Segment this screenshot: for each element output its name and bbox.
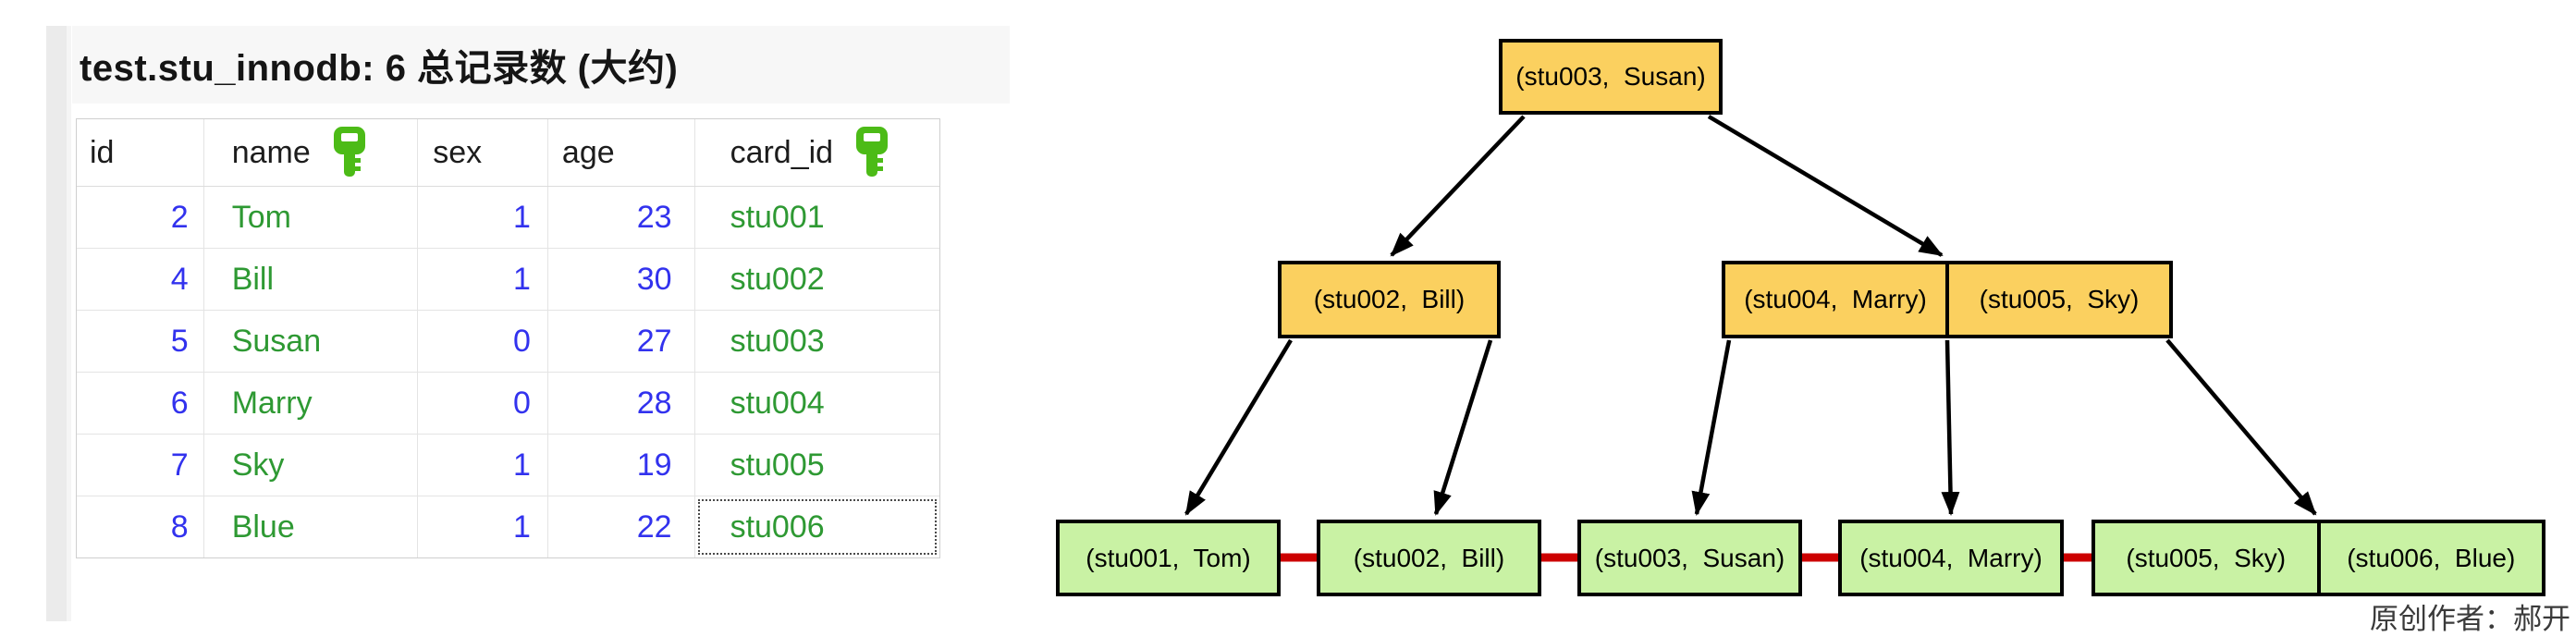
cell-age[interactable]: 28: [548, 373, 695, 434]
tree-leaf-node: (stu001, Tom): [1056, 520, 1281, 596]
column-header-card-id[interactable]: card_id: [695, 119, 939, 186]
cell-name[interactable]: Bill: [204, 249, 419, 310]
column-header-label: name: [231, 134, 311, 170]
primary-key-icon: [333, 127, 365, 177]
data-grid: id name sex age: [76, 118, 940, 558]
cell-card-id[interactable]: stu003: [730, 323, 825, 359]
cell-id[interactable]: 7: [77, 435, 204, 496]
column-header-age[interactable]: age: [548, 119, 695, 186]
column-header-id[interactable]: id: [77, 119, 204, 186]
tree-leaf-node: (stu002, Bill): [1317, 520, 1541, 596]
column-header-label: id: [90, 134, 115, 170]
table-title-bar: test.stu_innodb: 6 总记录数 (大约): [72, 26, 1010, 104]
table-row: 7 Sky 1 19 stu005: [77, 435, 939, 496]
cell-age[interactable]: 22: [548, 496, 695, 557]
cell-sex[interactable]: 1: [418, 435, 548, 496]
column-header-label: age: [561, 134, 615, 170]
column-header-name[interactable]: name: [204, 119, 419, 186]
cell-sex[interactable]: 1: [418, 496, 548, 557]
table-row: 4 Bill 1 30 stu002: [77, 249, 939, 311]
author-credit: 原创作者：郝开: [2370, 603, 2570, 635]
selected-cell-card-id[interactable]: stu006: [695, 496, 939, 557]
cell-card-id[interactable]: stu002: [730, 261, 825, 297]
column-header-label: card_id: [730, 134, 834, 170]
cell-sex[interactable]: 1: [418, 187, 548, 248]
cell-age[interactable]: 23: [548, 187, 695, 248]
cell-age[interactable]: 27: [548, 311, 695, 372]
column-header-label: sex: [433, 134, 483, 170]
cell-name[interactable]: Susan: [204, 311, 419, 372]
tree-internal-node: (stu005, Sky): [1945, 264, 2169, 335]
cell-id[interactable]: 4: [77, 249, 204, 310]
cell-card-id[interactable]: stu001: [730, 199, 825, 235]
cell-id[interactable]: 5: [77, 311, 204, 372]
table-title: test.stu_innodb: 6 总记录数 (大约): [80, 48, 679, 89]
grid-header-row: id name sex age: [77, 119, 939, 187]
tree-internal-node: (stu004, Marry): [1744, 285, 1927, 313]
tree-leaf-node: (stu005, Sky): [2126, 543, 2287, 572]
table-row: 2 Tom 1 23 stu001: [77, 187, 939, 249]
column-header-sex[interactable]: sex: [418, 119, 548, 186]
cell-sex[interactable]: 0: [418, 373, 548, 434]
cell-id[interactable]: 8: [77, 496, 204, 557]
cell-age[interactable]: 19: [548, 435, 695, 496]
table-row: 5 Susan 0 27 stu003: [77, 311, 939, 373]
tree-leaf-node: (stu003, Susan): [1577, 520, 1802, 596]
tree-leaf-node: (stu006, Blue): [2316, 523, 2543, 593]
cell-id[interactable]: 6: [77, 373, 204, 434]
table-row: 6 Marry 0 28 stu004: [77, 373, 939, 435]
vertical-scrollbar[interactable]: [46, 26, 71, 621]
cell-card-id[interactable]: stu004: [730, 385, 825, 421]
cell-name[interactable]: Sky: [204, 435, 419, 496]
cell-name[interactable]: Tom: [204, 187, 419, 248]
primary-key-icon: [856, 127, 889, 177]
cell-sex[interactable]: 1: [418, 249, 548, 310]
cell-card-id[interactable]: stu005: [730, 447, 825, 483]
cell-name[interactable]: Blue: [204, 496, 419, 557]
cell-age[interactable]: 30: [548, 249, 695, 310]
tree-internal-node: (stu002, Bill): [1278, 261, 1501, 338]
cell-name[interactable]: Marry: [204, 373, 419, 434]
table-row: 8 Blue 1 22 stu006: [77, 496, 939, 557]
cell-id[interactable]: 2: [77, 187, 204, 248]
tree-leaf-node: (stu004, Marry): [1838, 520, 2064, 596]
tree-root-node: (stu003, Susan): [1499, 39, 1723, 115]
cell-sex[interactable]: 0: [418, 311, 548, 372]
